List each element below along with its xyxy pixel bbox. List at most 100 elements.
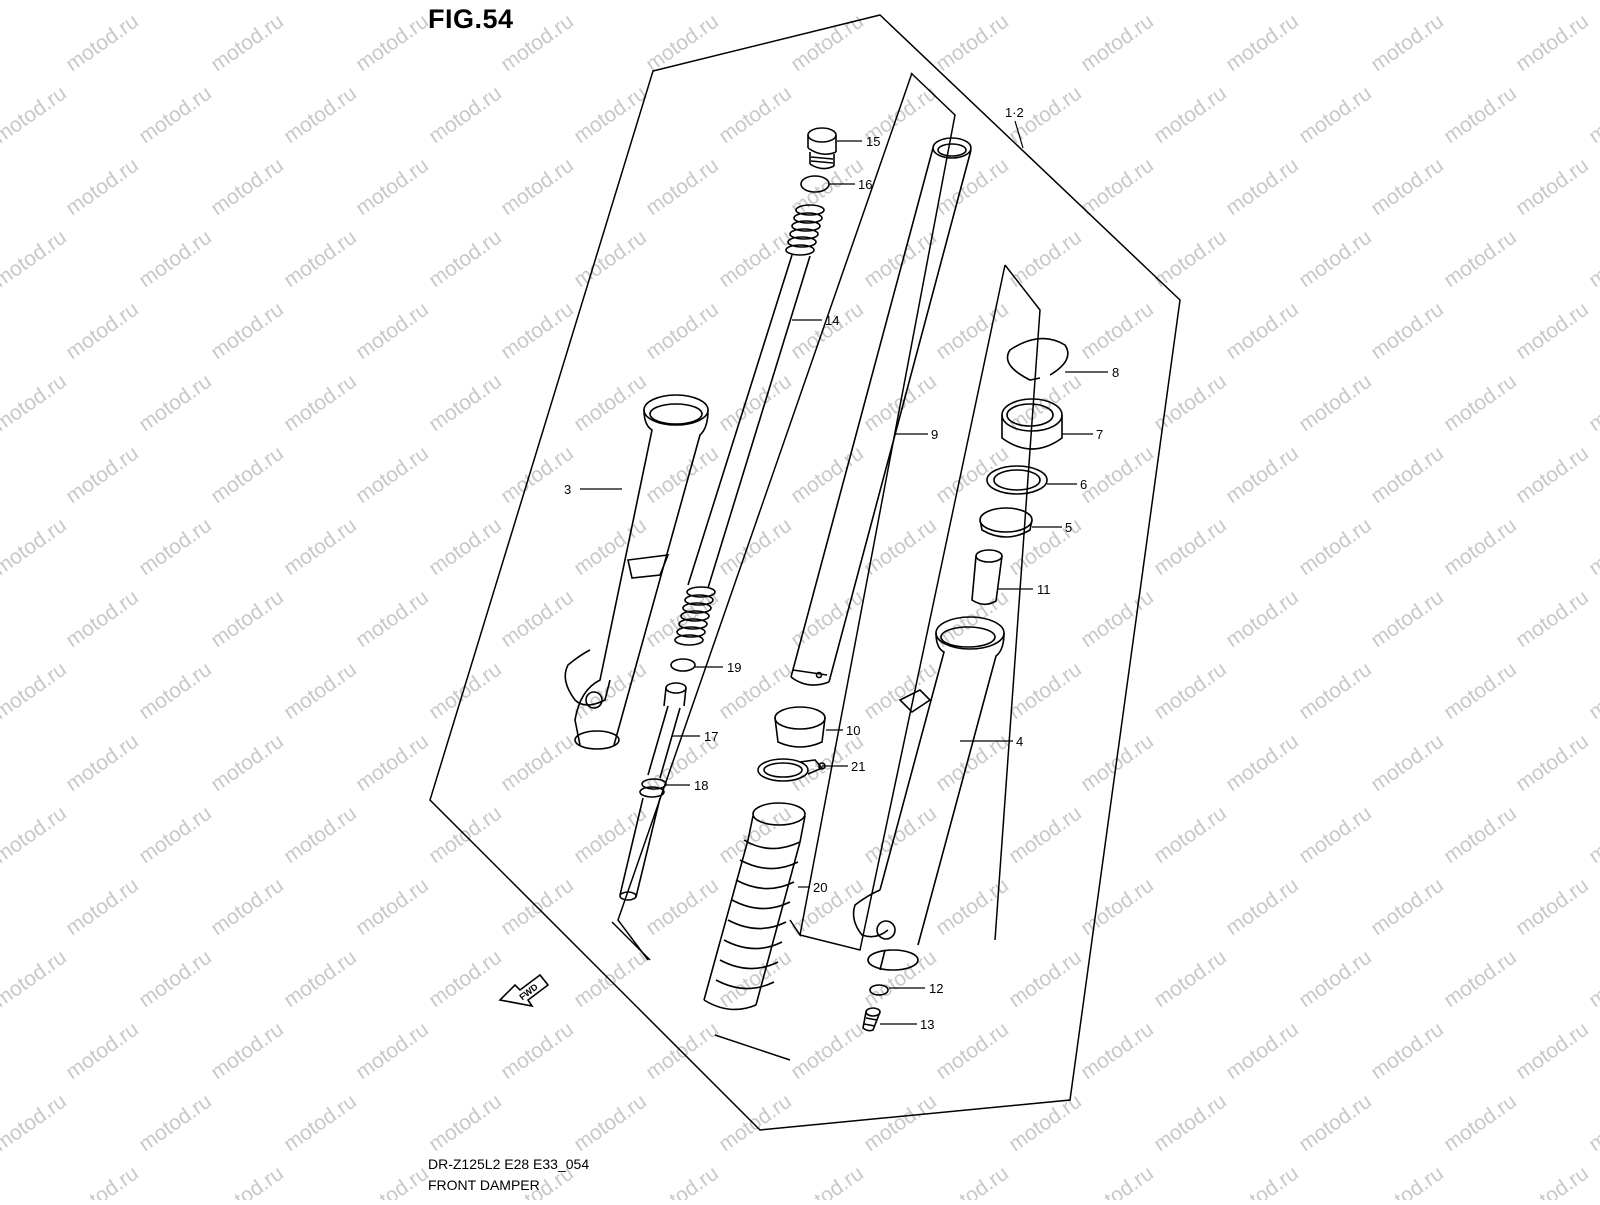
watermark-text: motod.ru [787,298,868,364]
watermark-text: motod.ru [1150,0,1231,4]
watermark-text: motod.ru [207,10,288,76]
watermark-text: motod.ru [1222,874,1303,940]
watermark-text: motod.ru [1295,514,1376,580]
watermark-text: motod.ru [280,370,361,436]
watermark-text: motod.ru [570,82,651,148]
watermark-text: motod.ru [0,514,71,580]
watermark-text: motod.ru [1222,1018,1303,1084]
washer-12 [869,984,889,996]
watermark-text: motod.ru [932,298,1013,364]
watermark-text: motod.ru [1295,802,1376,868]
watermark-text: motod.ru [932,730,1013,796]
watermark-text: motod.ru [425,226,506,292]
bushing-10 [774,706,826,748]
spring-14 [687,204,825,589]
watermark-text: motod.ru [1222,586,1303,652]
watermark-text: motod.ru [1440,802,1521,868]
watermark-text: motod.ru [135,514,216,580]
watermark-text: motod.ru [135,0,216,4]
watermark-text: motod.ru [570,370,651,436]
watermark-text: motod.ru [1512,10,1593,76]
watermark-text: motod.ru [1077,298,1158,364]
watermark-text: motod.ru [1440,82,1521,148]
watermark-text: motod.ru [62,10,143,76]
seat-11 [971,549,1003,606]
watermark-text: motod.ru [1367,298,1448,364]
watermark-text: motod.ru [62,1162,143,1200]
watermark-text: motod.ru [932,154,1013,220]
watermark-text: motod.ru [352,1018,433,1084]
watermark-text: motod.ru [1222,298,1303,364]
watermark-text: motod.ru [570,0,651,4]
watermark-text: motod.ru [1440,0,1521,4]
watermark-text: motod.ru [280,226,361,292]
watermark-text: motod.ru [62,1018,143,1084]
callout-9: 9 [931,427,938,442]
watermark-text: motod.ru [497,298,578,364]
callout-11: 11 [1037,582,1051,597]
watermark-text: motod.ru [62,874,143,940]
callout-17: 17 [704,729,718,744]
watermark-text: motod.ru [570,802,651,868]
callout-21: 21 [851,759,865,774]
watermark-text: motod.ru [207,1162,288,1200]
watermark-text: motod.ru [1512,1162,1593,1200]
assembly-label: 1·2 [1005,105,1024,120]
watermark-text: motod.ru [1295,370,1376,436]
oil-seal-7 [1001,398,1063,450]
watermark-text: motod.ru [280,802,361,868]
watermark-text: motod.ru [207,586,288,652]
watermark-text: motod.ru [1295,946,1376,1012]
watermark-text: motod.ru [62,298,143,364]
watermark-text: motod.ru [1440,370,1521,436]
watermark-text: motod.ru [352,154,433,220]
watermark-text: motod.ru [1150,82,1231,148]
outer-tube-4 [852,616,1005,971]
watermark-text: motod.ru [1077,586,1158,652]
watermark-text: motod.ru [497,586,578,652]
watermark-text: motod.ru [1005,946,1086,1012]
watermark-text: motod.ru [642,298,723,364]
ring-19 [670,658,696,672]
watermark-text: motod.ru [207,154,288,220]
watermark-text: motod.ru [280,0,361,4]
watermark-text: motod.ru [62,586,143,652]
watermark-text: motod.ru [1150,802,1231,868]
watermark-text: motod.ru [497,730,578,796]
watermark-text: motod.ru [787,442,868,508]
watermark-text: motod.ru [62,442,143,508]
callout-12: 12 [929,981,943,996]
watermark-text: motod.ru [207,1018,288,1084]
watermark-text: motod.ru [62,730,143,796]
watermark-text: motod.ru [1005,514,1086,580]
watermark-text: motod.ru [715,82,796,148]
watermark-text: motod.ru [642,874,723,940]
watermark-text: motod.ru [352,298,433,364]
callout-10: 10 [846,723,860,738]
watermark-text: motod.ru [1512,1018,1593,1084]
watermark-text: motod.ru [1440,514,1521,580]
inner-tube-9 [790,137,972,686]
watermark-text: motod.ru [207,298,288,364]
watermark-text: motod.ru [1440,946,1521,1012]
watermark-text: motod.ru [1150,1090,1231,1156]
watermark-text: motod.ru [787,10,868,76]
watermark-text: motod.ru [715,802,796,868]
watermark-text: motod.ru [1077,874,1158,940]
callout-7: 7 [1096,427,1103,442]
watermark-text: motod.ru [0,226,71,292]
watermark-text: motod.ru [1295,1090,1376,1156]
watermark-text: motod.ru [1005,802,1086,868]
watermark-text: motod.ru [0,802,71,868]
watermark-text: motod.ru [280,514,361,580]
callout-13: 13 [920,1017,934,1032]
watermark-text: motod.ru [1077,1162,1158,1200]
watermark-text: motod.ru [1585,946,1600,1012]
watermark-text: motod.ru [570,946,651,1012]
watermark-text: motod.ru [0,82,71,148]
watermark-text: motod.ru [715,370,796,436]
outer-tube-3 [564,394,709,750]
watermark-text: motod.ru [352,730,433,796]
watermark-text: motod.ru [1150,658,1231,724]
watermark-text: motod.ru [1077,10,1158,76]
